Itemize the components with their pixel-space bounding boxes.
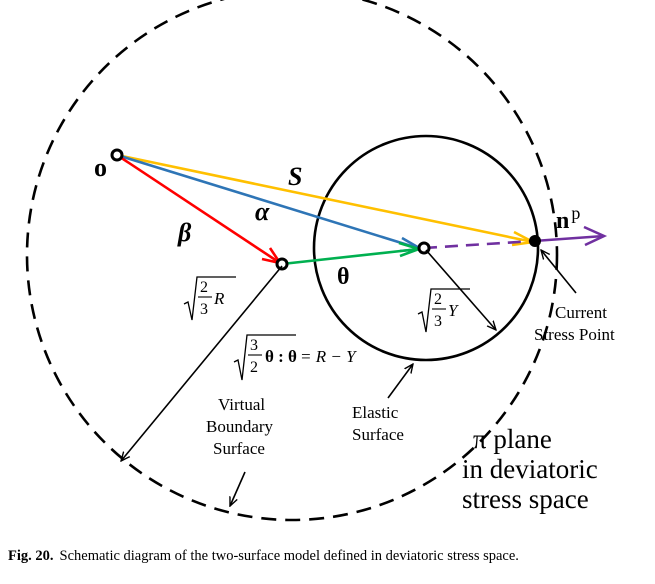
current-stress-pointer — [541, 250, 577, 294]
s-label: S — [288, 162, 302, 191]
theta-norm-formula: 3 2 θ : θ = R − Y — [233, 334, 357, 381]
svg-text:2: 2 — [200, 279, 208, 296]
elastic-label-1: Elastic — [352, 403, 399, 422]
svg-text:3: 3 — [200, 301, 208, 318]
svg-text:2: 2 — [434, 291, 442, 308]
normal-vector — [423, 225, 608, 250]
svg-text:R: R — [213, 289, 225, 308]
svg-text:3: 3 — [434, 313, 442, 330]
caption-text: Schematic diagram of the two-surface mod… — [59, 548, 519, 564]
pi-plane-label-1: π plane — [473, 424, 552, 454]
virtual-label-1: Virtual — [218, 395, 265, 414]
virtual-boundary-pointer — [229, 471, 246, 506]
origin-point — [110, 148, 124, 162]
svg-text:= R − Y: = R − Y — [300, 347, 357, 366]
svg-text:Y: Y — [448, 301, 459, 320]
inner-radius-formula: 2 3 Y — [417, 288, 470, 333]
pi-plane-label-3: stress space — [462, 484, 589, 514]
svg-text:θ : θ: θ : θ — [265, 347, 297, 366]
theta-label: θ — [337, 264, 350, 290]
alpha-label: α — [255, 197, 270, 226]
virtual-label-3: Surface — [213, 439, 265, 458]
outer-radius-arrow — [121, 265, 283, 461]
elastic-surface-circle — [312, 134, 540, 362]
outer-radius-formula: 2 3 R — [183, 276, 236, 321]
elastic-label-2: Surface — [352, 425, 404, 444]
caption-label: Fig. 20. — [8, 548, 54, 564]
svg-text:3: 3 — [250, 337, 258, 354]
current-stress-point — [529, 235, 541, 247]
pi-plane-label-2: in deviatoric — [462, 454, 598, 484]
beta-end-point — [275, 257, 289, 271]
vector-theta — [281, 241, 424, 266]
figure-caption: Fig. 20. Schematic diagram of the two-sur… — [8, 548, 648, 565]
current-stress-label-1: Current — [555, 303, 607, 322]
virtual-boundary-circle — [25, 0, 559, 522]
origin-label: o — [94, 153, 107, 182]
elastic-surface-pointer — [387, 364, 413, 399]
svg-text:2: 2 — [250, 359, 258, 376]
virtual-label-2: Boundary — [206, 417, 274, 436]
inner-radius-arrow — [425, 249, 496, 330]
current-stress-label-2: Stress Point — [534, 325, 615, 344]
normal-superscript: p — [571, 203, 580, 223]
beta-label: β — [177, 218, 192, 247]
